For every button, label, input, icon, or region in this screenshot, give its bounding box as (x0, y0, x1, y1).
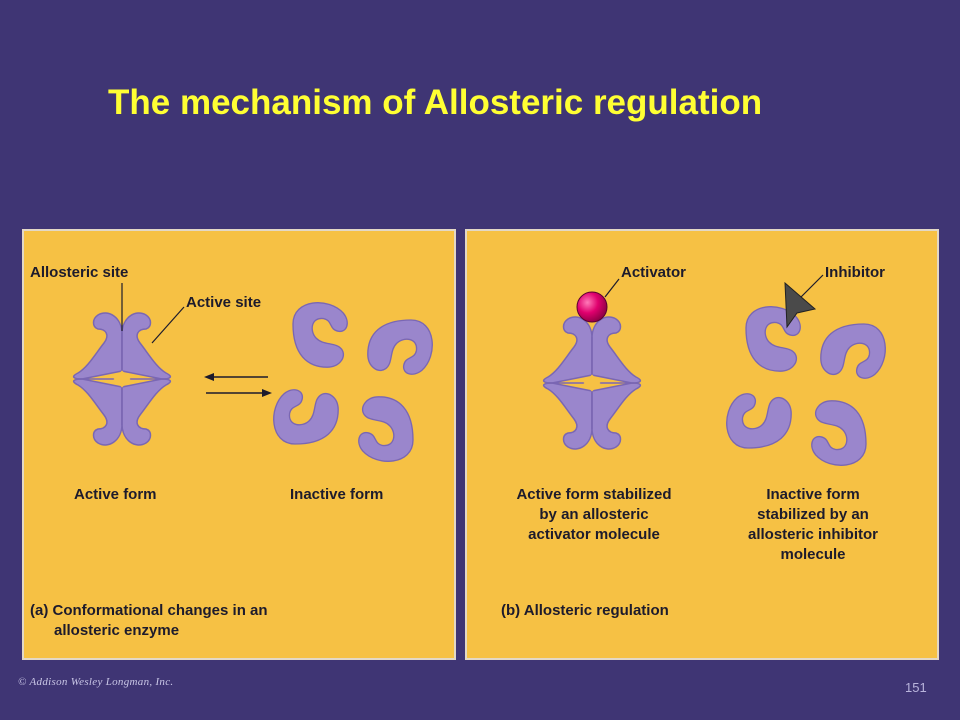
inhibitor-molecule (784, 281, 817, 329)
panel-allosteric-regulation: Activator Inhibitor Active form stabiliz… (465, 229, 939, 660)
panel-b-caption: (b) Allosteric regulation (501, 602, 669, 619)
inactive-form-stabilized-caption-line1: Inactive form (766, 486, 860, 503)
panel-a-caption-line1: (a) Conformational changes in an (30, 602, 268, 619)
copyright-footer: © Addison Wesley Longman, Inc. (18, 676, 174, 688)
inactive-form-stabilized-caption-line4: molecule (780, 546, 846, 563)
page-number: 151 (905, 680, 927, 695)
active-site-pointer (151, 306, 185, 344)
active-form-stabilized-caption-line1: Active form stabilized (516, 486, 672, 503)
activator-label: Activator (621, 264, 687, 281)
inactive-form-stabilized-caption-line2: stabilized by an (757, 506, 869, 523)
active-site-label: Active site (186, 294, 262, 311)
activator-pointer (604, 278, 620, 298)
inhibited-enzyme (727, 307, 886, 466)
active-form-stabilized-caption-line3: activator molecule (528, 526, 660, 543)
inactive-form-label: Inactive form (290, 486, 384, 503)
activator-molecule (576, 291, 608, 323)
allosteric-site-label: Allosteric site (30, 264, 129, 281)
slide-title: The mechanism of Allosteric regulation (108, 83, 763, 122)
inactive-form-stabilized-caption-line3: allosteric inhibitor (747, 526, 879, 543)
panel-b-diagram (467, 274, 937, 658)
active-form-enzyme (74, 313, 171, 445)
activated-enzyme (544, 317, 641, 449)
active-form-label: Active form (74, 486, 157, 503)
panel-a-diagram (24, 283, 454, 658)
panel-conformational-changes: Allosteric site Active site Active form … (22, 229, 456, 660)
equilibrium-arrows (204, 373, 272, 397)
inhibitor-label: Inhibitor (825, 264, 885, 281)
inactive-form-enzyme (274, 303, 433, 462)
active-form-stabilized-caption-line2: by an allosteric (539, 506, 649, 523)
panel-a-caption-line2: allosteric enzyme (54, 622, 180, 639)
inhibitor-pointer (800, 274, 824, 298)
